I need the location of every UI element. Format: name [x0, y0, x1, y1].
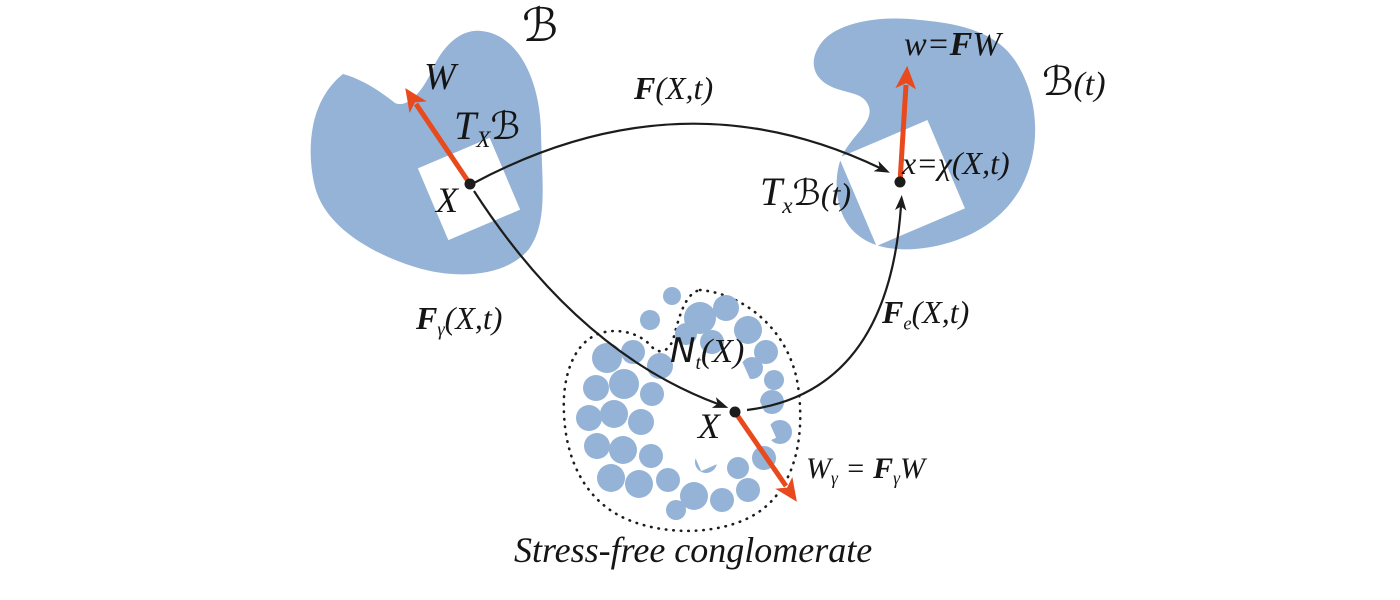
- neighborhood-args: (X): [700, 333, 745, 370]
- map-Fgamma-label: Fγ(X,t): [416, 302, 502, 340]
- map-Fgamma-symbol: F: [416, 300, 438, 336]
- tangent-T: T: [454, 103, 477, 148]
- tangent-cur-suffix: (t): [820, 176, 852, 212]
- tangent-cur-script-B: ℬ: [792, 173, 821, 214]
- reference-body-label: ℬ: [522, 0, 559, 52]
- w-W-symbol: W: [972, 26, 1001, 63]
- reference-tangent-label: TXℬ: [454, 106, 520, 152]
- vector-w-arrow: [895, 65, 917, 183]
- map-Fgamma-curve: [473, 190, 729, 408]
- x-args: (X,t): [951, 145, 1010, 181]
- x-symbol: x: [902, 145, 917, 181]
- Wgamma-sub: γ: [831, 468, 838, 489]
- vector-W-arrow: [405, 88, 473, 186]
- Wgamma-W2: W: [899, 452, 925, 485]
- map-F-symbol: F: [634, 70, 656, 106]
- Wgamma-W: W: [806, 452, 831, 485]
- map-Fe-curve: [746, 195, 907, 412]
- map-F-curve: [471, 122, 890, 185]
- current-body-label: ℬ(t): [1042, 62, 1106, 102]
- current-point-dot: [894, 176, 906, 188]
- conglomerate-caption: Stress-free conglomerate: [514, 530, 873, 570]
- map-Fe-symbol: F: [882, 294, 904, 330]
- conglomerate-point-label: X: [698, 406, 720, 446]
- tangent-script-B: ℬ: [490, 104, 521, 148]
- w-equals: =: [926, 26, 950, 63]
- current-body-suffix: (t): [1073, 66, 1106, 103]
- current-tangent-label: Txℬ(t): [760, 172, 851, 218]
- w-symbol: w: [904, 26, 927, 63]
- w-F-symbol: F: [949, 26, 973, 63]
- Wgamma-F: F: [873, 452, 894, 485]
- vector-W-label: W: [424, 56, 456, 98]
- x-equals: =: [916, 145, 938, 181]
- conglomerate-tangent-plane: [667, 362, 777, 472]
- map-Fe-label: Fe(X,t): [882, 296, 969, 334]
- tangent-cur-T: T: [760, 169, 783, 214]
- chi-symbol: χ: [937, 145, 952, 181]
- vector-w-label: w=FW: [904, 28, 1001, 62]
- Wgamma-equals: =: [837, 452, 874, 485]
- map-F-args: (X,t): [655, 70, 714, 106]
- current-point-label: x=χ(X,t): [902, 147, 1010, 179]
- tangent-sub-X: X: [476, 127, 491, 154]
- Wgamma-F-sub: γ: [893, 468, 900, 489]
- vector-Wgamma-arrow: [732, 410, 797, 502]
- map-Fe-args: (X,t): [911, 294, 970, 330]
- current-body-script-B: ℬ: [1042, 59, 1074, 105]
- neighborhood-label: Nt(X): [670, 334, 744, 374]
- neighborhood-sub-t: t: [695, 351, 701, 374]
- map-Fgamma-sub: γ: [437, 319, 445, 341]
- reference-point-dot: [464, 178, 476, 190]
- script-N-symbol: N: [670, 331, 696, 371]
- reference-point-label: X: [436, 180, 458, 220]
- map-F-label: F(X,t): [634, 72, 713, 104]
- conglomerate-fragments: [576, 287, 792, 520]
- map-Fgamma-args: (X,t): [444, 300, 503, 336]
- map-Fe-sub: e: [903, 313, 912, 335]
- conglomerate-point-dot: [729, 406, 741, 418]
- vector-Wgamma-label: Wγ = FγW: [806, 454, 925, 487]
- tangent-cur-sub-x: x: [782, 193, 793, 220]
